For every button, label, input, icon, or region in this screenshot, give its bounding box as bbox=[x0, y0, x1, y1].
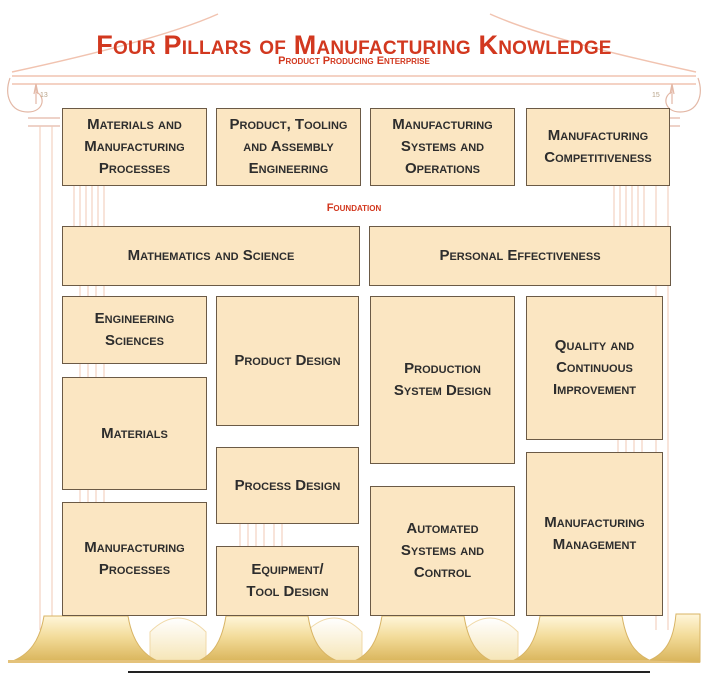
diagram-title: Four Pillars of Manufacturing Knowledge bbox=[96, 30, 612, 60]
manufacturing-management: Manufacturing Management bbox=[526, 452, 663, 616]
roof-lines bbox=[11, 13, 697, 85]
foundation-label: Foundation bbox=[326, 202, 382, 214]
process-design: Process Design bbox=[216, 447, 359, 524]
left-capital bbox=[7, 77, 60, 127]
manufacturing-processes: Manufacturing Processes bbox=[62, 502, 207, 616]
diagram-subtitle: Product Producing Enterprise bbox=[278, 55, 430, 67]
column-fluting bbox=[39, 126, 669, 630]
quality-continuous-improvement: Quality and Continuous Improvement bbox=[526, 296, 663, 440]
equipment-tool-design: Equipment/ Tool Design bbox=[216, 546, 359, 616]
pillar-product-tooling: Product, Tooling and Assembly Engineerin… bbox=[216, 108, 361, 186]
production-system-design: Production System Design bbox=[370, 296, 515, 464]
pillar-manufacturing-systems: Manufacturing Systems and Operations bbox=[370, 108, 515, 186]
product-design: Product Design bbox=[216, 296, 359, 426]
automated-systems-control: Automated Systems and Control bbox=[370, 486, 515, 616]
foundation-personal-effectiveness: Personal Effectiveness bbox=[369, 226, 671, 286]
base-right-corner bbox=[649, 613, 701, 663]
foundation-math-science: Mathematics and Science bbox=[62, 226, 360, 286]
engineering-sciences: Engineering Sciences bbox=[62, 296, 207, 364]
pillar-materials-processes: Materials and Manufacturing Processes bbox=[62, 108, 207, 186]
capital-mark-left: 13 bbox=[40, 92, 48, 99]
pillar-competitiveness: Manufacturing Competitiveness bbox=[526, 108, 670, 186]
capital-mark-right: 15 bbox=[652, 92, 660, 99]
materials: Materials bbox=[62, 377, 207, 490]
column-bases bbox=[8, 615, 700, 663]
